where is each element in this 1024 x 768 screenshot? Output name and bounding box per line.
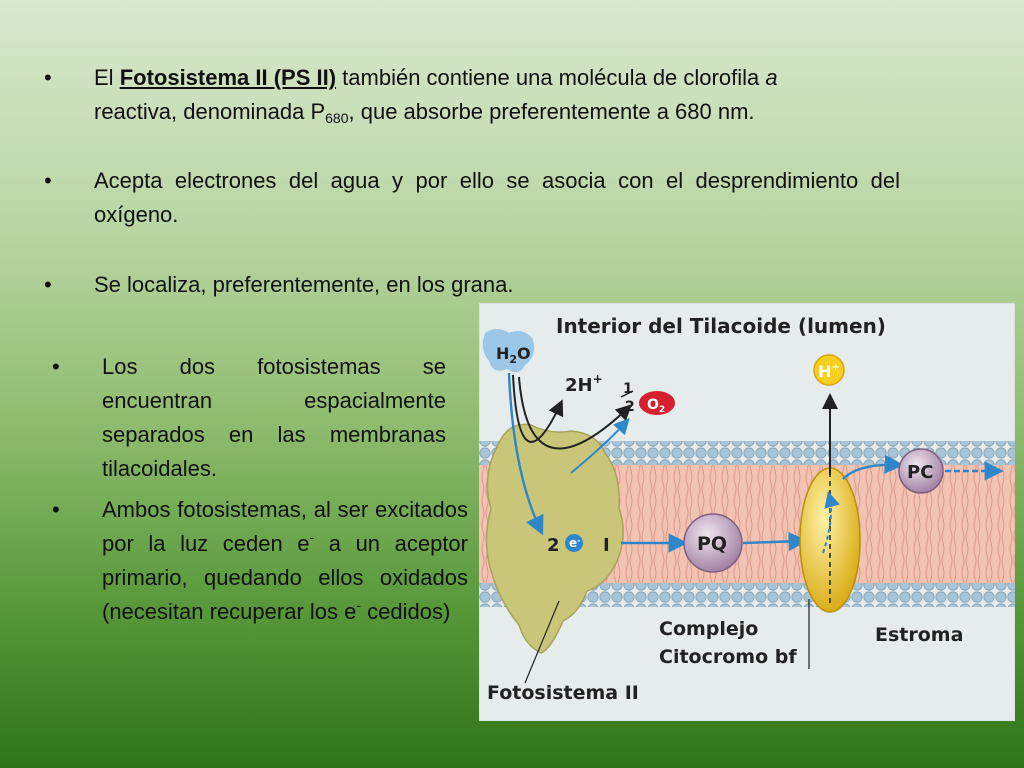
hplus-label: H+: [818, 362, 840, 381]
p680-subscript: 680: [325, 110, 349, 126]
bullet-text: Ambos fotosistemas, al ser excitados por…: [102, 497, 468, 556]
bullet-separated: Los dos fotosistemas se encuentran espac…: [102, 354, 446, 481]
half-denominator: 2: [625, 399, 635, 415]
complex-label-line1: Complejo: [659, 618, 758, 640]
stroma-label: Estroma: [875, 624, 963, 646]
half-numerator: 1: [623, 381, 633, 397]
plastoquinone-pq: [683, 513, 743, 573]
pc-label: PC: [907, 462, 933, 483]
membrane-head-row: [479, 595, 1015, 607]
ps2-label: Fotosistema II: [487, 682, 639, 704]
bullet-excited: Ambos fotosistemas, al ser excitados por…: [102, 493, 468, 629]
electron-count: 2: [547, 535, 560, 556]
membrane-head-row: [479, 583, 1015, 595]
proton-release-arrow: [512, 374, 564, 443]
h2o-label: H2O: [496, 344, 531, 366]
bullet-text: reactiva, denominada P: [94, 99, 326, 124]
bullet-marker: •: [52, 354, 60, 379]
bullet-text: también contiene una molécula de clorofi…: [336, 65, 766, 90]
membrane-head-row: [479, 441, 1015, 453]
pq-to-cyt-arrow: [742, 531, 808, 552]
oxygen-release-arrow: [518, 376, 632, 450]
electron-sup: -: [356, 597, 362, 613]
o2-label: O2: [647, 397, 665, 415]
plastocyanin-pc: [898, 448, 944, 494]
bullet-marker: •: [44, 168, 52, 193]
water-splash-icon: [482, 329, 534, 373]
electron-tail: I: [603, 535, 610, 556]
electron-icon: [565, 534, 583, 552]
bullet-water-electrons: Acepta electrones del agua y por ello se…: [94, 168, 900, 227]
ps2-pointer: [524, 600, 560, 684]
bullet-grana: Se localiza, preferentemente, en los gra…: [94, 272, 514, 297]
bullet-text: cedidos): [361, 599, 451, 624]
membrane-head-row: [479, 453, 1015, 465]
bullet-text: , que absorbe preferentemente a 680 nm.: [348, 99, 755, 124]
bullet-marker: •: [52, 497, 60, 522]
pq-label: PQ: [697, 533, 727, 555]
bullet-marker: •: [44, 65, 52, 90]
water-to-ps2-arrow: [507, 372, 544, 536]
cyt-to-pc-arrow: [842, 454, 904, 480]
bullet-text: a un aceptor primario, quedando ellos ox…: [102, 531, 468, 624]
thylakoid-diagram: Interior del Tilacoide (lumen) H2O 2H+ 1…: [479, 303, 1015, 721]
chlorophyll-a: a: [765, 65, 778, 90]
fraction-bar: [620, 390, 634, 398]
diagram-title: Interior del Tilacoide (lumen): [556, 314, 886, 338]
complex-label-line2: Citocromo bf: [659, 646, 797, 668]
bullet-marker: •: [44, 272, 52, 297]
ps2-term: Fotosistema II (PS II): [119, 65, 337, 90]
proton-icon: [813, 354, 845, 386]
protons-label: 2H+: [565, 372, 603, 396]
bullet-ps2-intro: El Fotosistema II (PS II) también contie…: [94, 61, 914, 129]
photosystem-ii-complex: [485, 423, 624, 654]
electron-symbol: e-: [569, 536, 580, 550]
electron-sup: -: [309, 529, 315, 545]
oxygen-molecule: [639, 391, 675, 415]
bullet-text: El: [94, 65, 120, 90]
ps2-to-o2-arrow: [570, 418, 630, 474]
